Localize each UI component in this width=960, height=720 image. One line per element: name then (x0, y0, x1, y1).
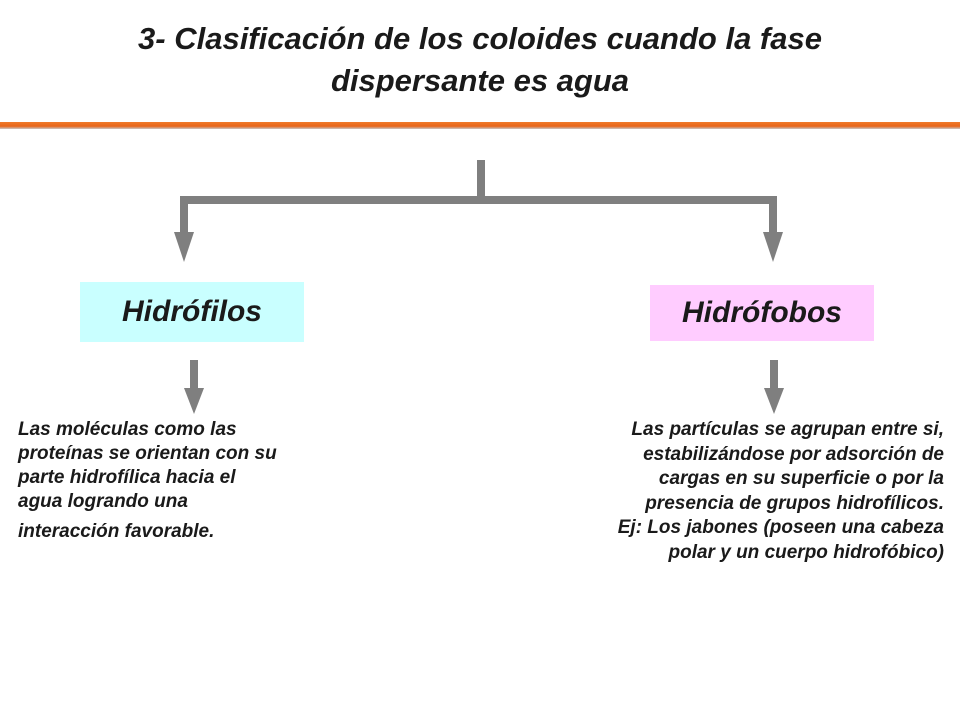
hidrofobos-description: Las partículas se agrupan entre si, esta… (470, 418, 944, 565)
title-line-1: 3- Clasificación de los coloides cuando … (138, 21, 822, 56)
description-line: polar y un cuerpo hidrofóbico) (668, 541, 945, 563)
description-line: interacción favorable. (18, 521, 215, 542)
hidrofilos-label: Hidrófilos (122, 295, 262, 328)
hidrofobos-box: Hidrófobos (650, 285, 874, 341)
hidrofobos-arrowhead (764, 388, 784, 414)
description-line: Las moléculas como las (18, 419, 237, 440)
left-branch-line (180, 200, 188, 234)
hidrofobos-arrow-shaft (770, 360, 778, 390)
description-line: presencia de grupos hidrofílicos. (645, 492, 944, 514)
hidrofilos-box: Hidrófilos (80, 282, 304, 342)
hidrofilos-arrowhead (184, 388, 204, 414)
description-line: proteínas se orientan con su (18, 443, 277, 464)
hidrofilos-description: Las moléculas como las proteínas se orie… (18, 418, 398, 544)
slide-title: 3- Clasificación de los coloides cuando … (0, 18, 960, 102)
description-line: parte hidrofílica hacia el (18, 467, 236, 488)
description-line: cargas en su superficie o por la (658, 468, 944, 489)
description-line: estabilizándose por adsorción de (643, 443, 944, 465)
title-underline (0, 122, 960, 129)
hidrofilos-arrow-shaft (190, 360, 198, 390)
description-line: agua logrando una (18, 491, 188, 512)
tree-stem (477, 160, 485, 200)
description-line: Ej: Los jabones (poseen una cabeza (617, 517, 944, 538)
right-branch-arrowhead (763, 232, 783, 262)
right-branch-line (769, 200, 777, 234)
description-line: Las partículas se agrupan entre si, (631, 419, 944, 440)
title-line-2: dispersante es agua (330, 63, 630, 98)
tree-horizontal-bar (180, 196, 777, 204)
hidrofobos-label: Hidrófobos (682, 296, 842, 329)
left-branch-arrowhead (174, 232, 194, 262)
